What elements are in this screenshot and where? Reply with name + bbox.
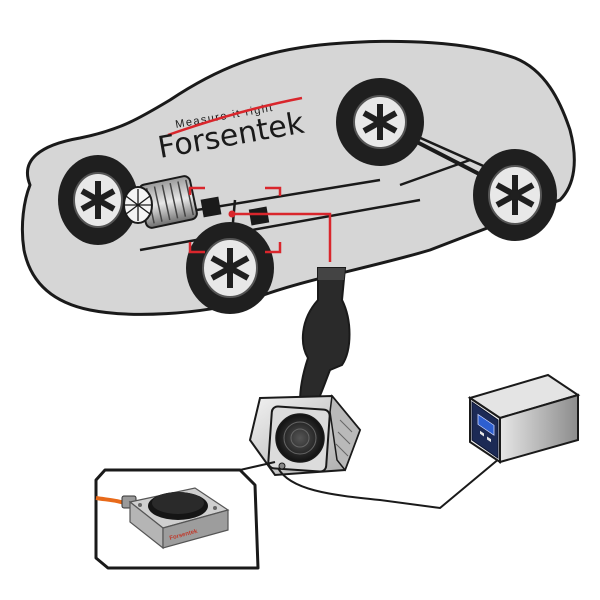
signal-cable xyxy=(277,457,501,510)
callout-dot xyxy=(228,210,236,218)
foot-icon xyxy=(298,267,351,404)
tagline-underline xyxy=(167,96,303,137)
wheel-front-left xyxy=(58,155,138,245)
digital-indicator-icon xyxy=(467,373,581,464)
indicator-display xyxy=(477,413,495,436)
inset-pointer xyxy=(239,461,276,471)
pedal-force-sensor-icon xyxy=(248,394,362,477)
engine-icon xyxy=(123,175,270,229)
highlight-callout xyxy=(188,186,332,262)
wheel-front-right xyxy=(186,222,274,314)
wheel-rear-right xyxy=(473,149,557,241)
wheel-icon xyxy=(58,78,557,314)
product-inset: Forsentek xyxy=(94,461,276,570)
wheel-rear-top xyxy=(336,78,424,166)
car-icon xyxy=(20,39,576,316)
